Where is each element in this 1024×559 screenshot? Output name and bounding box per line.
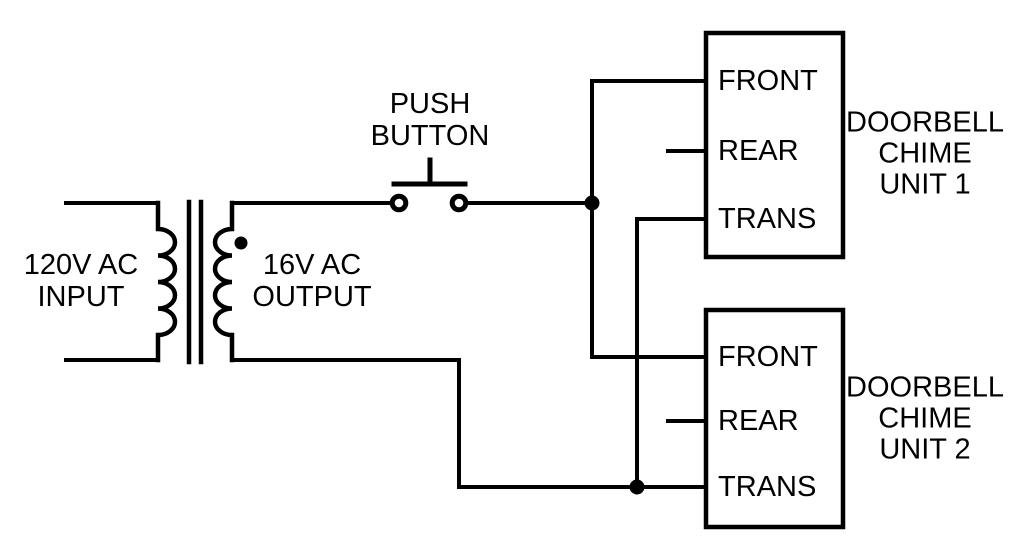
unit2-caption-line2: CHIME [878,402,972,435]
primary-label-line1: 120V AC [23,249,139,281]
unit2-caption-line3: UNIT 2 [879,433,971,466]
push-button-label-line2: BUTTON [370,120,490,152]
secondary-label: 16V AC OUTPUT [252,249,371,313]
primary-label-line2: INPUT [37,281,125,313]
button-contact-left [389,193,409,213]
button-contact-right [449,193,469,213]
unit1-caption-line3: UNIT 1 [879,168,971,201]
unit1-terminal-front: FRONT [718,65,818,97]
transformer-symbol [155,199,248,365]
unit2-terminal-trans: TRANS [718,471,817,503]
unit1-terminal-trans: TRANS [718,203,817,235]
unit1-box [703,30,846,260]
push-button-symbol [389,157,469,213]
push-button-label: PUSH BUTTON [371,88,490,152]
unit2-box [703,307,846,530]
unit1-terminal-rear: REAR [718,135,799,167]
push-button-label-line1: PUSH [389,88,471,120]
primary-winding [155,200,178,363]
unit1-caption-line1: DOORBELL [846,106,1004,139]
secondary-winding [212,200,235,363]
unit2-caption-line1: DOORBELL [846,371,1004,404]
polarity-dot [234,236,248,250]
secondary-label-line1: 16V AC [262,249,362,281]
unit1-caption-line2: CHIME [878,137,972,170]
unit2-caption: DOORBELL CHIME UNIT 2 [846,371,1004,466]
secondary-label-line2: OUTPUT [252,281,372,313]
primary-label: 120V AC INPUT [24,249,138,313]
unit2-terminal-front: FRONT [718,341,818,373]
wires [64,79,708,489]
unit1-caption: DOORBELL CHIME UNIT 1 [846,106,1004,201]
unit2-terminal-rear: REAR [718,405,799,437]
junction-dot-front [584,195,600,211]
junction-dot-trans [629,479,645,495]
